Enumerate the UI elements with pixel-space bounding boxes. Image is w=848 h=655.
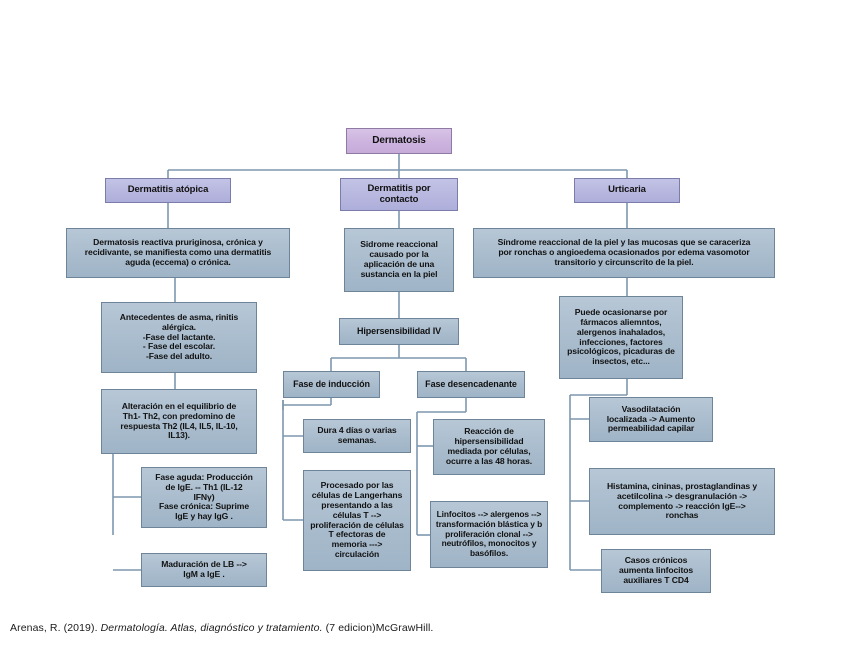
node-atopica-fases-aguda-cronica[interactable]: Fase aguda: Producción de IgE. -- Th1 (I…: [141, 467, 267, 528]
node-fase-de-induccion[interactable]: Fase de inducción: [283, 371, 380, 398]
node-urticaria[interactable]: Urticaria: [574, 178, 680, 203]
node-dermatosis[interactable]: Dermatosis: [346, 128, 452, 154]
node-fase-desencadenante[interactable]: Fase desencadenante: [417, 371, 525, 398]
node-urticaria-histamina[interactable]: Histamina, cininas, prostaglandinas y ac…: [589, 468, 775, 535]
node-contacto-definicion[interactable]: Sidrome reaccional causado por la aplica…: [344, 228, 454, 292]
node-dermatitis-atopica[interactable]: Dermatitis atópica: [105, 178, 231, 203]
node-atopica-alteracion-th1-th2[interactable]: Alteración en el equilibrio de Th1- Th2,…: [101, 389, 257, 454]
citation-author-year: Arenas, R. (2019).: [10, 622, 101, 634]
node-atopica-maduracion-lb[interactable]: Maduración de LB --> IgM a IgE .: [141, 553, 267, 587]
node-atopica-antecedentes[interactable]: Antecedentes de asma, rinitis alérgica. …: [101, 302, 257, 373]
citation-tail: (7 edicion)McGrawHill.: [322, 622, 434, 634]
node-urticaria-casos-cronicos[interactable]: Casos crónicos aumenta linfocitos auxili…: [601, 549, 711, 593]
node-desencadenante-linfocitos[interactable]: Linfocitos --> alergenos --> transformac…: [430, 501, 548, 568]
node-urticaria-definicion[interactable]: Síndrome reaccional de la piel y las muc…: [473, 228, 775, 278]
node-desencadenante-reaccion[interactable]: Reacción de hipersensibilidad mediada po…: [433, 419, 545, 475]
node-dermatitis-por-contacto[interactable]: Dermatitis por contacto: [340, 178, 458, 211]
node-induccion-duracion[interactable]: Dura 4 días o varias semanas.: [303, 419, 411, 453]
citation: Arenas, R. (2019). Dermatología. Atlas, …: [10, 622, 433, 634]
node-atopica-definicion[interactable]: Dermatosis reactiva pruriginosa, crónica…: [66, 228, 290, 278]
node-urticaria-causas[interactable]: Puede ocasionarse por fármacos aliemntos…: [559, 296, 683, 379]
node-urticaria-vasodilatacion[interactable]: Vasodilatación localizada -> Aumento per…: [589, 397, 713, 442]
node-hipersensibilidad-iv[interactable]: Hipersensibilidad IV: [339, 318, 459, 345]
citation-work-title: Dermatología. Atlas, diagnóstico y trata…: [100, 622, 323, 634]
node-induccion-procesado-langerhans[interactable]: Procesado por las células de Langerhans …: [303, 470, 411, 571]
